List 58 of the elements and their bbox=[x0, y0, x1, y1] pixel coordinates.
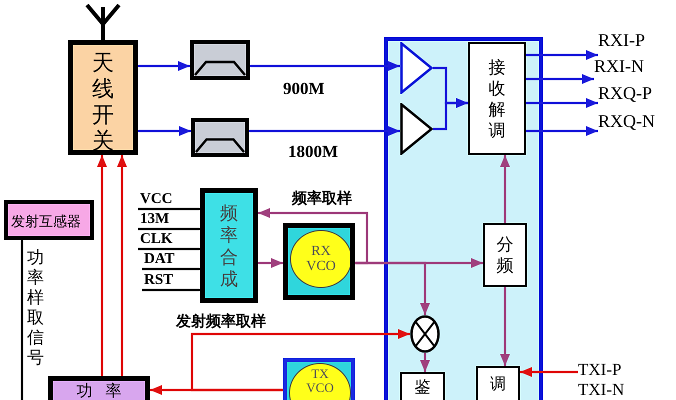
arrow bbox=[526, 98, 598, 108]
band-label: 900M bbox=[283, 80, 325, 97]
arrow bbox=[258, 258, 283, 268]
arrow bbox=[433, 98, 468, 130]
power-amplifier-box: 功率 bbox=[48, 376, 150, 400]
synthesizer-box: 频率合成 bbox=[200, 188, 258, 303]
modulator-box: 调 bbox=[476, 366, 520, 400]
signal-label: RST bbox=[144, 273, 174, 288]
arrow bbox=[526, 126, 598, 136]
signal-label: 13M bbox=[140, 212, 170, 227]
arrow bbox=[138, 61, 190, 71]
arrow bbox=[500, 155, 510, 223]
arrow bbox=[420, 353, 430, 372]
phase-detector-box: 鉴 bbox=[400, 372, 445, 400]
arrow bbox=[250, 61, 400, 71]
arrow bbox=[258, 208, 368, 264]
amplifier-triangle bbox=[400, 42, 433, 94]
coupler-box: 发射互感器 bbox=[4, 200, 94, 240]
signal-label: DAT bbox=[144, 252, 175, 267]
demodulator-box: 接收解调 bbox=[468, 42, 526, 155]
signal-label: RXI-N bbox=[594, 57, 644, 75]
edge-label: 发射频率取样 bbox=[176, 313, 266, 330]
signal-label: TXI-N bbox=[578, 381, 624, 398]
arrow bbox=[97, 155, 107, 376]
signal-label: RXQ-N bbox=[598, 112, 655, 130]
signal-line bbox=[138, 228, 200, 230]
vco-circle: RX VCO bbox=[290, 230, 350, 288]
band-label: 1800M bbox=[288, 143, 338, 160]
amplifier-triangle bbox=[400, 103, 433, 155]
signal-line bbox=[142, 268, 200, 270]
arrow bbox=[500, 287, 510, 366]
vertical-label: 功率样取信号 bbox=[27, 248, 45, 368]
vco-box bbox=[283, 358, 355, 400]
signal-line bbox=[138, 208, 200, 210]
arrow bbox=[520, 367, 578, 377]
arrow bbox=[190, 329, 410, 392]
signal-line bbox=[20, 240, 24, 400]
vco-circle: TX VCO bbox=[289, 363, 351, 400]
signal-line bbox=[138, 248, 200, 250]
arrow bbox=[355, 262, 430, 315]
arrow bbox=[526, 50, 598, 60]
arrow bbox=[117, 155, 127, 376]
signal-label: CLK bbox=[140, 232, 173, 247]
filter-symbol bbox=[191, 118, 249, 157]
arrow bbox=[138, 126, 191, 136]
filter-symbol bbox=[190, 40, 250, 80]
signal-label: TXI-P bbox=[578, 361, 622, 378]
signal-label: RXI-P bbox=[598, 31, 646, 49]
signal-label: RXQ-P bbox=[598, 84, 652, 102]
edge-label: 频率取样 bbox=[292, 190, 352, 207]
signal-label: VCC bbox=[140, 192, 172, 207]
signal-line bbox=[142, 288, 200, 292]
mixer-symbol bbox=[410, 315, 440, 353]
arrow bbox=[526, 74, 594, 84]
arrow bbox=[249, 126, 400, 136]
switch-box: 天线开关 bbox=[68, 40, 138, 155]
transceiver-block bbox=[384, 37, 543, 400]
vco-box bbox=[283, 223, 355, 300]
